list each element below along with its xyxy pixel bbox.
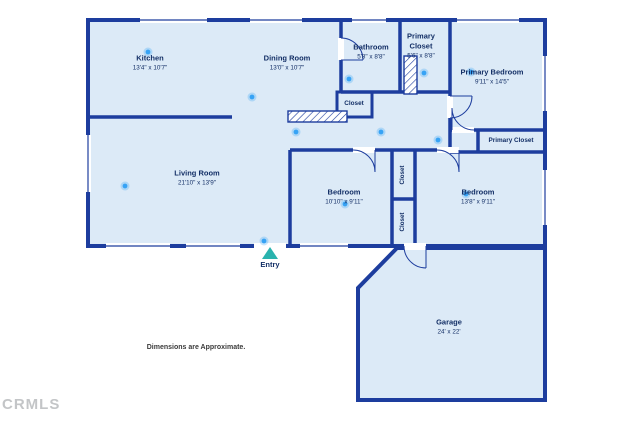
disclaimer-text: Dimensions are Approximate. <box>146 344 246 351</box>
door-arcs <box>340 37 475 269</box>
position-dots <box>120 47 476 246</box>
entry-marker-icon <box>262 247 278 259</box>
building-outline <box>86 18 547 402</box>
hatch-areas <box>287 55 418 123</box>
door-openings <box>254 38 474 250</box>
entry-label: Entry <box>260 260 280 269</box>
windows <box>85 17 548 249</box>
crmls-watermark: CRMLS <box>2 396 61 413</box>
